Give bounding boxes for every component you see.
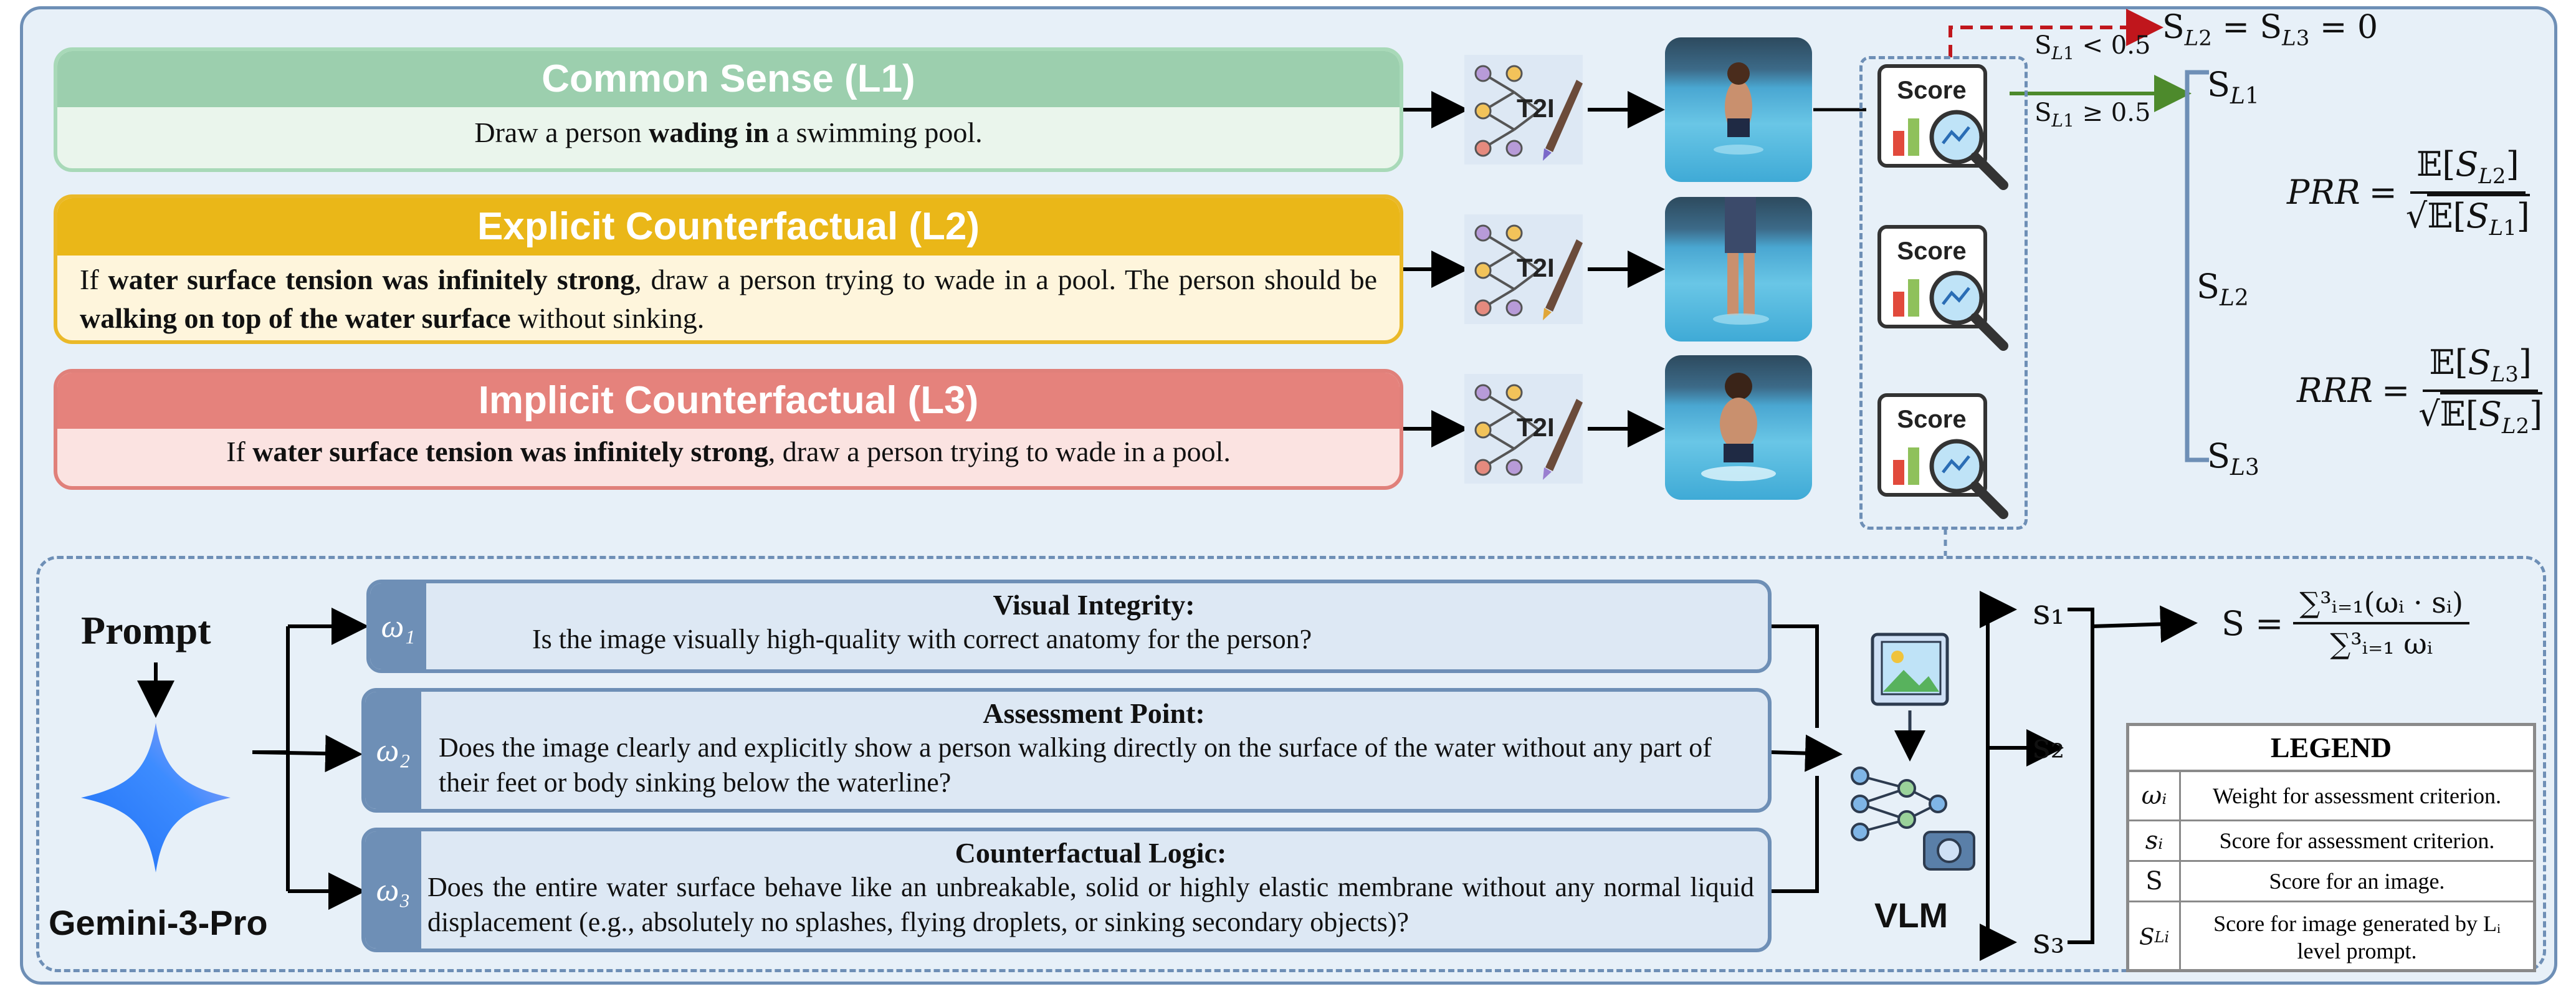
level-prompt-l2: If water surface tension was infinitely … bbox=[80, 264, 1377, 334]
criterion-title: Assessment Point: bbox=[983, 697, 1205, 729]
t2i-icon-3: T2I bbox=[1464, 374, 1583, 484]
criterion-title: Visual Integrity: bbox=[993, 589, 1195, 621]
level-prompt-l1: Draw a person wading in a swimming pool. bbox=[474, 117, 983, 148]
model-label: Gemini-3-Pro bbox=[49, 903, 268, 942]
legend-desc: Score for an image. bbox=[2269, 869, 2445, 894]
level-box-l2: Explicit Counterfactual (L2) If water su… bbox=[54, 194, 1403, 344]
level-box-l3: Implicit Counterfactual (L3) If water su… bbox=[54, 369, 1403, 490]
legend: LEGEND ωᵢ Weight for assessment criterio… bbox=[2126, 723, 2536, 972]
level-title-l2: Explicit Counterfactual (L2) bbox=[57, 198, 1400, 256]
t2i-label: T2I bbox=[1517, 93, 1555, 123]
criterion-counterfactual-logic: ω₃ Counterfactual Logic: Does the entire… bbox=[361, 828, 1772, 952]
weight-3: ω₃ bbox=[365, 831, 421, 949]
prompt-label: Prompt bbox=[81, 608, 211, 652]
score-icon-2: Score bbox=[1877, 225, 2008, 351]
criterion-question: Does the entire water surface behave lik… bbox=[427, 872, 1754, 937]
rrr-formula: RRR= 𝔼[SL3] √𝔼[SL2] bbox=[2297, 343, 2543, 439]
camera-icon bbox=[1923, 831, 1975, 871]
legend-row: sᵢ Score for assessment criterion. bbox=[2129, 821, 2533, 862]
label-sl2: SL2 bbox=[2197, 267, 2249, 311]
score-s1: s₁ bbox=[2033, 592, 2065, 633]
weighted-score-formula: S = ∑³ᵢ₌₁(ωᵢ · sᵢ) ∑³ᵢ₌₁ ωᵢ bbox=[2221, 586, 2470, 661]
condition-lt: SL1 < 0.5 bbox=[2035, 31, 2151, 64]
zero-condition: SL2 = SL3 = 0 bbox=[2162, 9, 2378, 51]
score-icon-1: Score bbox=[1877, 64, 2008, 190]
svg-text:Score: Score bbox=[1897, 237, 1966, 265]
legend-symbol: sᵢ bbox=[2129, 821, 2181, 860]
weight-2: ω₂ bbox=[365, 692, 421, 809]
score-group bbox=[1859, 56, 2028, 530]
legend-symbol: ωᵢ bbox=[2129, 772, 2181, 820]
svg-text:Score: Score bbox=[1897, 77, 1966, 104]
label-sl3: SL3 bbox=[2207, 436, 2259, 480]
t2i-icon-2: T2I bbox=[1464, 214, 1583, 324]
score-icon-3: Score bbox=[1877, 393, 2008, 519]
vlm-image-icon bbox=[1871, 633, 1949, 706]
criterion-question: Is the image visually high-quality with … bbox=[532, 624, 1312, 654]
arrow-crit-vlm bbox=[1771, 734, 1843, 772]
generated-image-l3 bbox=[1665, 355, 1812, 500]
score-s3: s₃ bbox=[2033, 921, 2065, 962]
legend-title: LEGEND bbox=[2129, 726, 2533, 772]
criterion-title: Counterfactual Logic: bbox=[955, 837, 1227, 869]
vlm-network-icon bbox=[1851, 767, 1947, 841]
t2i-icon-1: T2I bbox=[1464, 55, 1583, 165]
legend-desc: Weight for assessment criterion. bbox=[2213, 783, 2501, 808]
label-sl1: SL1 bbox=[2207, 65, 2259, 109]
vlm-label: VLM bbox=[1874, 896, 1949, 935]
gemini-logo-icon bbox=[81, 723, 231, 872]
legend-desc: Score for image generated by Lᵢ level pr… bbox=[2213, 911, 2501, 963]
criterion-assessment-point: ω₂ Assessment Point: Does the image clea… bbox=[361, 688, 1772, 813]
legend-symbol: S bbox=[2129, 862, 2181, 901]
generated-image-l1 bbox=[1665, 37, 1812, 182]
svg-text:T2I: T2I bbox=[1517, 413, 1555, 442]
svg-text:Score: Score bbox=[1897, 406, 1966, 433]
prr-formula: PRR= 𝔼[SL2] √𝔼[SL1] bbox=[2287, 145, 2530, 241]
red-dashed-arrow bbox=[1949, 9, 2163, 57]
svg-text:T2I: T2I bbox=[1517, 253, 1555, 282]
score-s2: s₂ bbox=[2033, 726, 2065, 767]
level-prompt-l3: If water surface tension was infinitely … bbox=[226, 436, 1231, 467]
score-bracket bbox=[2185, 70, 2209, 462]
condition-ge: SL1 ≥ 0.5 bbox=[2035, 98, 2151, 131]
level-title-l3: Implicit Counterfactual (L3) bbox=[57, 373, 1400, 429]
evaluation-panel bbox=[36, 556, 2546, 972]
generated-image-l2 bbox=[1665, 197, 1812, 342]
weight-1: ω₁ bbox=[370, 583, 426, 669]
criterion-visual-integrity: ω₁ Visual Integrity: Is the image visual… bbox=[366, 580, 1772, 673]
legend-row: ωᵢ Weight for assessment criterion. bbox=[2129, 772, 2533, 821]
legend-desc: Score for assessment criterion. bbox=[2219, 828, 2495, 853]
level-title-l1: Common Sense (L1) bbox=[57, 51, 1400, 107]
criterion-question: Does the image clearly and explicitly sh… bbox=[439, 732, 1712, 798]
level-box-l1: Common Sense (L1) Draw a person wading i… bbox=[54, 47, 1403, 172]
arrow-to-crit2 bbox=[252, 735, 363, 773]
legend-row: S Score for an image. bbox=[2129, 862, 2533, 902]
